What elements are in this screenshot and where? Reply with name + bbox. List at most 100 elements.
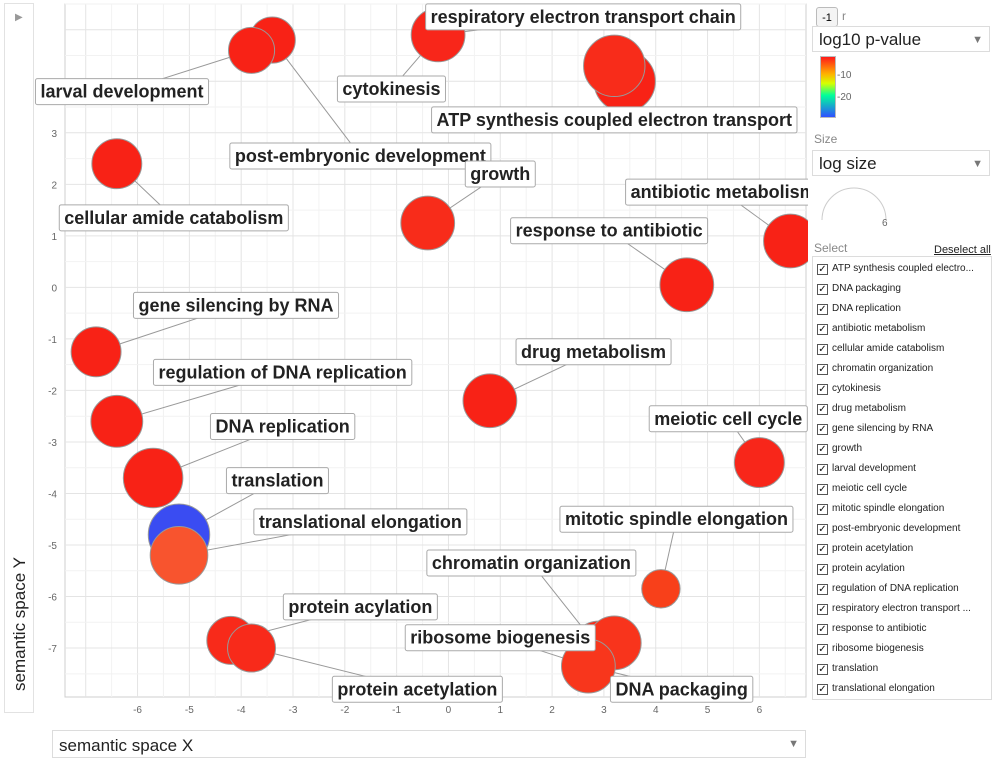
checkbox-checked-icon[interactable]: ✓ bbox=[817, 324, 828, 335]
select-list-item[interactable]: ✓mitotic spindle elongation bbox=[817, 501, 989, 521]
deselect-all-link[interactable]: Deselect all bbox=[934, 244, 991, 256]
x-tick-label: -3 bbox=[289, 705, 298, 716]
y-tick-label: 0 bbox=[51, 283, 57, 294]
bubble-label-box bbox=[34, 78, 210, 106]
size-select-value: log size bbox=[819, 154, 877, 173]
x-tick-label: 2 bbox=[549, 705, 555, 716]
bubble-label: antibiotic metabolism bbox=[625, 178, 808, 206]
bubble[interactable] bbox=[227, 623, 277, 673]
bubble-label-text: larval development bbox=[40, 82, 203, 102]
x-tick-label: 0 bbox=[446, 705, 452, 716]
select-list-item-label: regulation of DNA replication bbox=[832, 583, 959, 594]
select-list-item[interactable]: ✓ATP synthesis coupled electro... bbox=[817, 261, 989, 281]
select-list-item[interactable]: ✓DNA replication bbox=[817, 301, 989, 321]
bubble[interactable] bbox=[462, 373, 518, 429]
chevron-down-icon: ▼ bbox=[788, 738, 799, 750]
select-list-item-label: response to antibiotic bbox=[832, 623, 927, 634]
checkbox-checked-icon[interactable]: ✓ bbox=[817, 664, 828, 675]
bubble-label-box bbox=[58, 204, 289, 232]
checkbox-checked-icon[interactable]: ✓ bbox=[817, 444, 828, 455]
select-list-item[interactable]: ✓antibiotic metabolism bbox=[817, 321, 989, 341]
checkbox-checked-icon[interactable]: ✓ bbox=[817, 484, 828, 495]
bubble[interactable] bbox=[763, 213, 808, 269]
bubble-labels: respiratory electron transport chainlarv… bbox=[34, 3, 808, 703]
checkbox-checked-icon[interactable]: ✓ bbox=[817, 564, 828, 575]
select-list-item[interactable]: ✓translation bbox=[817, 661, 989, 681]
bubble[interactable] bbox=[70, 326, 122, 378]
select-list-item[interactable]: ✓ regulation of DNA replication bbox=[817, 581, 989, 601]
select-list-item[interactable]: ✓drug metabolism bbox=[817, 401, 989, 421]
bubble-label: ribosome biogenesis bbox=[404, 624, 596, 652]
checkbox-checked-icon[interactable]: ✓ bbox=[817, 384, 828, 395]
checkbox-checked-icon[interactable]: ✓ bbox=[817, 584, 828, 595]
select-list-item[interactable]: ✓cellular amide catabolism bbox=[817, 341, 989, 361]
checkbox-checked-icon[interactable]: ✓ bbox=[817, 264, 828, 275]
bubble[interactable] bbox=[122, 447, 184, 509]
checkbox-checked-icon[interactable]: ✓ bbox=[817, 284, 828, 295]
bubble-label-text: meiotic cell cycle bbox=[654, 409, 802, 429]
x-tick-label: 4 bbox=[653, 705, 659, 716]
select-list-item[interactable]: ✓post-embryonic development bbox=[817, 521, 989, 541]
bubble-label-text: gene silencing by RNA bbox=[138, 295, 333, 315]
y-tick-label: 2 bbox=[51, 180, 57, 191]
bubble-label: meiotic cell cycle bbox=[648, 405, 808, 433]
bubble-label-box bbox=[253, 508, 468, 536]
bubble[interactable] bbox=[228, 26, 276, 74]
bubble[interactable] bbox=[400, 195, 456, 251]
bubble-label-text: protein acylation bbox=[288, 597, 432, 617]
chevron-down-icon: ▼ bbox=[972, 34, 983, 46]
select-list-item[interactable]: ✓DNA packaging bbox=[817, 281, 989, 301]
select-list-item[interactable]: ✓meiotic cell cycle bbox=[817, 481, 989, 501]
select-list-item[interactable]: ✓translational elongation bbox=[817, 681, 989, 699]
checkbox-checked-icon[interactable]: ✓ bbox=[817, 504, 828, 515]
checkbox-checked-icon[interactable]: ✓ bbox=[817, 404, 828, 415]
bubble[interactable] bbox=[641, 569, 681, 609]
bubble-label-text: ribosome biogenesis bbox=[410, 628, 590, 648]
legend-tick: -20 bbox=[837, 92, 852, 103]
select-list-item[interactable]: ✓cytokinesis bbox=[817, 381, 989, 401]
size-dial-icon[interactable]: 6 bbox=[818, 182, 898, 232]
chevron-down-icon: ▼ bbox=[972, 158, 983, 170]
checkbox-checked-icon[interactable]: ✓ bbox=[817, 684, 828, 695]
size-select[interactable]: log size ▼ bbox=[812, 150, 990, 176]
select-list-item[interactable]: ✓ response to antibiotic bbox=[817, 621, 989, 641]
color-select[interactable]: log10 p-value ▼ bbox=[812, 26, 990, 52]
x-axis-selector[interactable]: semantic space X ▼ bbox=[52, 730, 806, 758]
select-list-item[interactable]: ✓protein acylation bbox=[817, 561, 989, 581]
select-list-item[interactable]: ✓growth bbox=[817, 441, 989, 461]
color-select-value: log10 p-value bbox=[819, 30, 922, 49]
checkbox-checked-icon[interactable]: ✓ bbox=[817, 364, 828, 375]
select-list-item[interactable]: ✓gene silencing by RNA bbox=[817, 421, 989, 441]
checkbox-checked-icon[interactable]: ✓ bbox=[817, 644, 828, 655]
checkbox-checked-icon[interactable]: ✓ bbox=[817, 304, 828, 315]
checkbox-checked-icon[interactable]: ✓ bbox=[817, 424, 828, 435]
checkbox-checked-icon[interactable]: ✓ bbox=[817, 464, 828, 475]
checkbox-checked-icon[interactable]: ✓ bbox=[817, 624, 828, 635]
bubble-label-box bbox=[510, 217, 709, 245]
select-list-item[interactable]: ✓chromatin organization bbox=[817, 361, 989, 381]
bubble-label-text: regulation of DNA replication bbox=[158, 362, 406, 382]
select-list-item[interactable]: ✓larval development bbox=[817, 461, 989, 481]
bubble-label-box bbox=[282, 593, 438, 621]
bubble[interactable] bbox=[149, 526, 209, 585]
bubble-label-box bbox=[425, 3, 742, 31]
select-list-item[interactable]: ✓protein acetylation bbox=[817, 541, 989, 561]
bubble[interactable] bbox=[659, 257, 715, 313]
bubble-label-text: antibiotic metabolism bbox=[631, 182, 808, 202]
bubble[interactable] bbox=[733, 437, 785, 489]
y-axis-selector[interactable]: ▶ semantic space Y bbox=[4, 3, 34, 713]
x-tick-label: -1 bbox=[392, 705, 401, 716]
bubble[interactable] bbox=[91, 138, 143, 190]
expand-arrow-icon[interactable]: ▶ bbox=[15, 12, 23, 23]
minus-button[interactable]: -1 bbox=[816, 7, 838, 27]
select-list-item[interactable]: ✓respiratory electron transport ... bbox=[817, 601, 989, 621]
select-list-item[interactable]: ✓ribosome biogenesis bbox=[817, 641, 989, 661]
bubble[interactable] bbox=[583, 34, 646, 98]
checkbox-checked-icon[interactable]: ✓ bbox=[817, 604, 828, 615]
checkbox-checked-icon[interactable]: ✓ bbox=[817, 544, 828, 555]
checkbox-checked-icon[interactable]: ✓ bbox=[817, 524, 828, 535]
checkbox-checked-icon[interactable]: ✓ bbox=[817, 344, 828, 355]
color-label: r bbox=[842, 9, 846, 23]
bubble[interactable] bbox=[90, 394, 144, 448]
bubble-label: response to antibiotic bbox=[510, 217, 709, 245]
